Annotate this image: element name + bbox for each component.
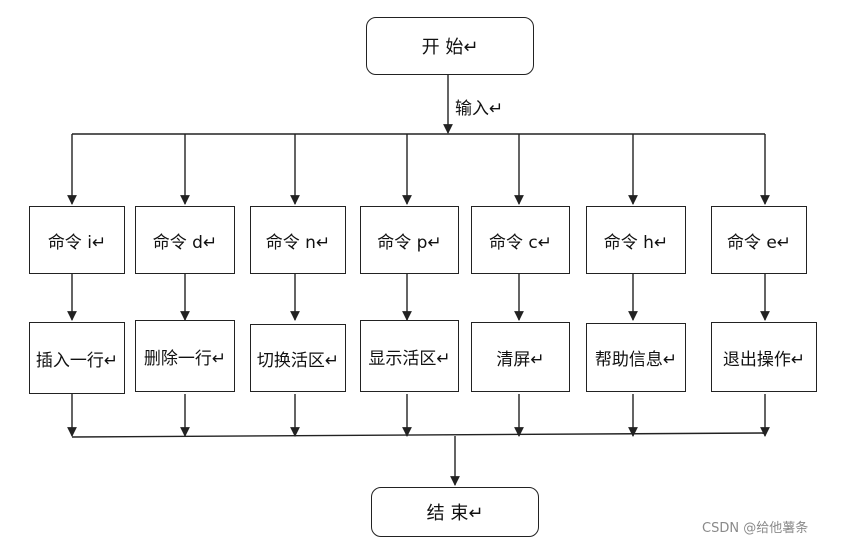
merge-bus-line (71, 432, 766, 438)
action-node-clear-screen: 清屏↵ (471, 322, 570, 392)
action-label-help-info: 帮助信息↵ (594, 350, 678, 370)
action-node-help-info: 帮助信息↵ (586, 323, 686, 392)
action-node-show-area: 显示活区↵ (360, 320, 459, 392)
command-label-i: 命令 i↵ (47, 232, 107, 253)
command-label-d: 命令 d↵ (152, 232, 218, 253)
end-node: 结 束↵ (371, 487, 539, 537)
action-node-delete-line: 删除一行↵ (135, 320, 235, 392)
command-node-d: 命令 d↵ (135, 206, 235, 274)
command-node-p: 命令 p↵ (360, 206, 459, 274)
end-label: 结 束↵ (426, 503, 484, 524)
action-label-switch-area: 切换活区↵ (256, 350, 340, 371)
command-label-e: 命令 e↵ (726, 232, 792, 253)
action-label-show-area: 显示活区↵ (368, 348, 451, 369)
start-label: 开 始↵ (421, 37, 479, 58)
action-label-clear-screen: 清屏↵ (496, 349, 545, 370)
action-node-insert-line: 插入一行↵ (29, 322, 125, 394)
action-label-insert-line: 插入一行↵ (35, 350, 119, 371)
command-label-h: 命令 h↵ (603, 232, 669, 253)
command-node-e: 命令 e↵ (711, 206, 807, 274)
command-node-n: 命令 n↵ (250, 206, 346, 274)
action-label-exit: 退出操作↵ (722, 349, 806, 370)
command-label-n: 命令 n↵ (265, 232, 331, 253)
action-label-delete-line: 删除一行↵ (143, 348, 227, 369)
command-node-c: 命令 c↵ (471, 206, 570, 274)
command-label-c: 命令 c↵ (489, 232, 552, 253)
action-node-switch-area: 切换活区↵ (250, 324, 346, 392)
command-label-p: 命令 p↵ (377, 232, 442, 253)
command-node-i: 命令 i↵ (29, 206, 125, 274)
command-node-h: 命令 h↵ (586, 206, 686, 274)
start-node: 开 始↵ (366, 17, 534, 75)
action-node-exit: 退出操作↵ (711, 322, 817, 392)
watermark: CSDN @给他薯条 (702, 521, 809, 536)
input-label: 输入↵ (455, 99, 504, 119)
